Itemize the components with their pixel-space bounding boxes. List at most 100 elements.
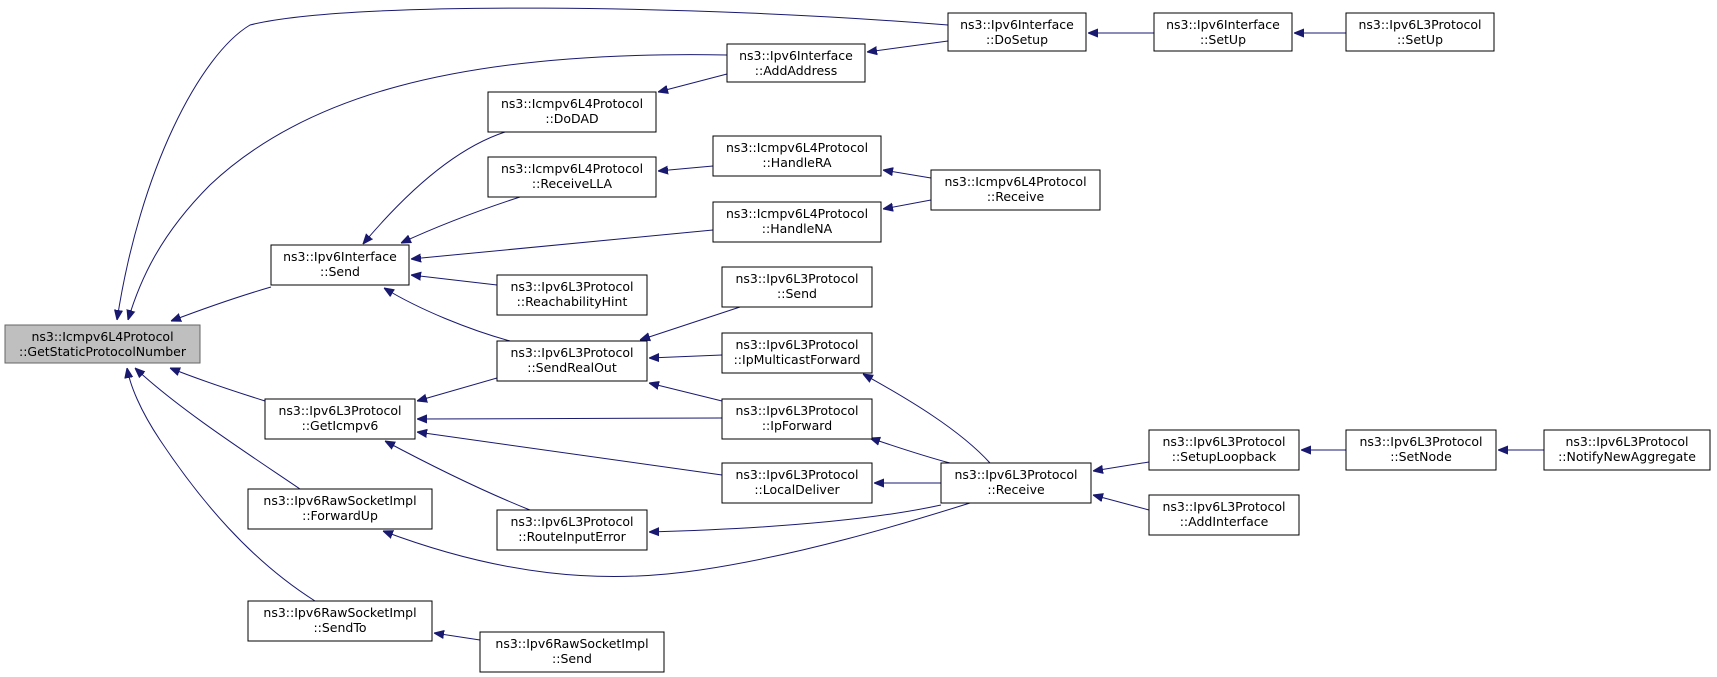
node-root[interactable]: ns3::Icmpv6L4Protocol::GetStaticProtocol… [4,324,201,364]
node-box[interactable] [247,488,433,530]
edge-l3_ipmcast-to-l3_sendrealout [649,355,723,358]
node-box[interactable] [721,266,873,308]
node-method-label: ::Send [777,286,817,301]
node-icmp_receive[interactable]: ns3::Icmpv6L4Protocol::Receive [930,169,1101,211]
node-l3_notify[interactable]: ns3::Ipv6L3Protocol::NotifyNewAggregate [1543,429,1711,471]
edge-l3_reach-to-if_send [411,275,498,286]
node-raw_send[interactable]: ns3::Ipv6RawSocketImpl::Send [479,631,665,673]
node-raw_forwardup[interactable]: ns3::Ipv6RawSocketImpl::ForwardUp [247,488,433,530]
node-icmp_handlera[interactable]: ns3::Icmpv6L4Protocol::HandleRA [712,135,882,177]
node-box[interactable] [947,12,1087,52]
edge-if_dosetup-to-root [117,7,949,320]
node-class-label: ns3::Ipv6L3Protocol [1162,434,1285,449]
node-l3_routeinputerror[interactable]: ns3::Ipv6L3Protocol::RouteInputError [496,509,648,551]
node-class-label: ns3::Icmpv6L4Protocol [726,140,868,155]
node-class-label: ns3::Ipv6L3Protocol [1565,434,1688,449]
node-class-label: ns3::Ipv6L3Protocol [954,467,1077,482]
node-l3_localdeliver[interactable]: ns3::Ipv6L3Protocol::LocalDeliver [721,462,873,504]
edge-l3_receive-to-raw_forwardup [383,502,971,577]
edge-l3_routeinputerror-to-l3_geticmpv6 [385,441,531,511]
node-method-label: ::SendRealOut [527,360,617,375]
node-box[interactable] [487,156,657,198]
node-method-label: ::SetNode [1390,449,1452,464]
node-icmp_handlena[interactable]: ns3::Icmpv6L4Protocol::HandleNA [712,201,882,243]
node-if_send[interactable]: ns3::Ipv6Interface::Send [270,244,410,286]
node-icmp_dodad[interactable]: ns3::Icmpv6L4Protocol::DoDAD [487,91,657,133]
node-box[interactable] [496,274,648,316]
node-class-label: ns3::Ipv6Interface [1166,17,1280,32]
node-if_addaddress[interactable]: ns3::Ipv6Interface::AddAddress [726,43,866,83]
edge-raw_sendto-to-root [127,368,316,602]
node-box[interactable] [496,509,648,551]
node-raw_sendto[interactable]: ns3::Ipv6RawSocketImpl::SendTo [247,600,433,642]
node-box[interactable] [270,244,410,286]
node-box[interactable] [726,43,866,83]
edge-l3_ipforward-to-l3_sendrealout [649,383,723,402]
nodes-layer: ns3::Icmpv6L4Protocol::GetStaticProtocol… [4,12,1711,673]
node-class-label: ns3::Ipv6L3Protocol [1359,434,1482,449]
node-icmp_receivella[interactable]: ns3::Icmpv6L4Protocol::ReceiveLLA [487,156,657,198]
node-l3_geticmpv6[interactable]: ns3::Ipv6L3Protocol::GetIcmpv6 [264,398,416,440]
node-class-label: ns3::Icmpv6L4Protocol [501,96,643,111]
node-method-label: ::SetUp [1397,32,1443,47]
edge-icmp_receive-to-icmp_handlera [883,170,932,179]
node-method-label: ::HandleRA [762,155,832,170]
node-class-label: ns3::Ipv6RawSocketImpl [495,636,648,651]
node-l3_sendrealout[interactable]: ns3::Ipv6L3Protocol::SendRealOut [496,340,648,382]
node-l3_setuploopback[interactable]: ns3::Ipv6L3Protocol::SetupLoopback [1148,429,1300,471]
node-method-label: ::DoSetup [986,32,1048,47]
node-box[interactable] [1153,12,1293,52]
node-class-label: ns3::Ipv6L3Protocol [510,514,633,529]
node-if_setup[interactable]: ns3::Ipv6Interface::SetUp [1153,12,1293,52]
node-l3_reach[interactable]: ns3::Ipv6L3Protocol::ReachabilityHint [496,274,648,316]
node-l3_ipmcast[interactable]: ns3::Ipv6L3Protocol::IpMulticastForward [721,332,873,374]
edge-if_send-to-root [171,286,272,321]
edge-l3_localdeliver-to-l3_geticmpv6 [417,432,723,476]
node-box[interactable] [4,324,201,364]
node-box[interactable] [712,135,882,177]
node-l3_addinterface[interactable]: ns3::Ipv6L3Protocol::AddInterface [1148,494,1300,536]
node-l3_setnode[interactable]: ns3::Ipv6L3Protocol::SetNode [1345,429,1497,471]
node-box[interactable] [479,631,665,673]
node-method-label: ::ReceiveLLA [532,176,613,191]
node-box[interactable] [1345,429,1497,471]
node-box[interactable] [721,398,873,440]
node-class-label: ns3::Ipv6L3Protocol [1358,17,1481,32]
edge-raw_forwardup-to-root [135,368,301,490]
node-box[interactable] [940,462,1092,504]
node-class-label: ns3::Ipv6L3Protocol [510,345,633,360]
node-box[interactable] [487,91,657,133]
node-box[interactable] [712,201,882,243]
node-l3_send[interactable]: ns3::Ipv6L3Protocol::Send [721,266,873,308]
node-l3_setup[interactable]: ns3::Ipv6L3Protocol::SetUp [1345,12,1495,52]
edge-icmp_handlena-to-if_send [411,229,714,259]
node-class-label: ns3::Ipv6RawSocketImpl [263,605,416,620]
node-box[interactable] [247,600,433,642]
node-box[interactable] [721,462,873,504]
node-method-label: ::AddInterface [1180,514,1269,529]
node-l3_receive[interactable]: ns3::Ipv6L3Protocol::Receive [940,462,1092,504]
edge-l3_send-to-l3_sendrealout [640,306,741,340]
node-box[interactable] [1148,429,1300,471]
node-box[interactable] [1148,494,1300,536]
node-box[interactable] [721,332,873,374]
node-class-label: ns3::Ipv6Interface [739,48,853,63]
node-class-label: ns3::Icmpv6L4Protocol [31,329,173,344]
node-box[interactable] [1345,12,1495,52]
node-box[interactable] [496,340,648,382]
node-method-label: ::RouteInputError [518,529,626,544]
node-box[interactable] [930,169,1101,211]
node-method-label: ::NotifyNewAggregate [1558,449,1696,464]
node-class-label: ns3::Ipv6L3Protocol [278,403,401,418]
node-l3_ipforward[interactable]: ns3::Ipv6L3Protocol::IpForward [721,398,873,440]
edge-if_addaddress-to-root [128,54,728,320]
node-class-label: ns3::Icmpv6L4Protocol [944,174,1086,189]
node-method-label: ::AddAddress [755,63,837,78]
node-class-label: ns3::Icmpv6L4Protocol [726,206,868,221]
node-box[interactable] [264,398,416,440]
node-method-label: ::IpMulticastForward [734,352,861,367]
node-if_dosetup[interactable]: ns3::Ipv6Interface::DoSetup [947,12,1087,52]
node-box[interactable] [1543,429,1711,471]
node-class-label: ns3::Ipv6Interface [283,249,397,264]
